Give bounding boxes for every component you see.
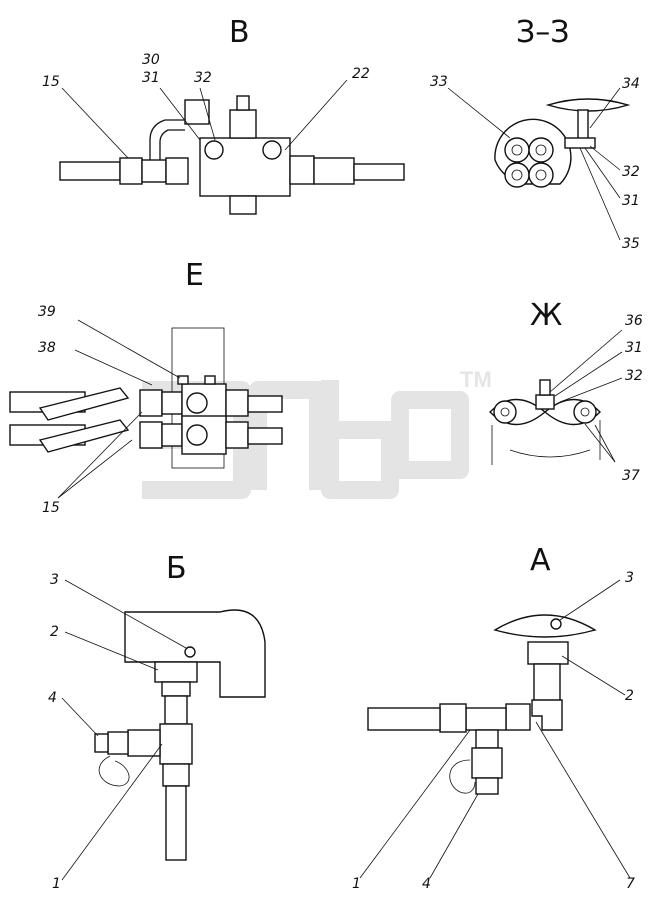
view-label-e: Е [185, 258, 204, 293]
callout-zh-37: 37 [622, 468, 640, 484]
view-label-b: Б [166, 551, 187, 586]
callout-a-1: 1 [352, 876, 361, 892]
view-label-v: В [229, 15, 250, 50]
hose-b [165, 785, 187, 861]
callout-b-3: 3 [50, 572, 59, 588]
view-label-zh: Ж [530, 298, 562, 333]
callout-a-3: 3 [625, 570, 634, 586]
callout-zh-31: 31 [625, 340, 643, 356]
elbow-a [531, 699, 563, 731]
callout-e-38: 38 [38, 340, 56, 356]
adapter-a [527, 641, 569, 665]
hose-a [367, 707, 441, 731]
callout-z-32: 32 [622, 164, 640, 180]
tee-v [141, 159, 167, 183]
callout-a-2: 2 [625, 688, 634, 704]
nut-left [119, 157, 143, 185]
callout-a-7: 7 [626, 876, 635, 892]
callout-v-30: 30 [142, 52, 160, 68]
clamp-bolt-zh [535, 394, 555, 410]
callout-e-39: 39 [38, 304, 56, 320]
elbow-nut [184, 99, 210, 125]
callout-zh-32: 32 [625, 368, 643, 384]
view-a: А 3 2 1 4 7 [352, 543, 635, 892]
callout-z-34: 34 [622, 76, 640, 92]
view-label-a: А [530, 543, 551, 578]
callout-z-35: 35 [622, 236, 640, 252]
view-zh: Ж 36 31 32 37 [489, 298, 643, 484]
tee-b [159, 723, 193, 765]
callout-a-4: 4 [422, 876, 431, 892]
port-right [262, 140, 282, 160]
tank-a [493, 614, 597, 638]
view-label-z: З–З [516, 15, 569, 50]
hose-right [353, 163, 405, 181]
hose-left [59, 161, 121, 181]
hose-e-lower [38, 419, 130, 453]
elbow-pipe [149, 119, 185, 160]
callout-v-22: 22 [352, 66, 370, 82]
nut-mid [165, 157, 189, 185]
callout-z-33: 33 [430, 74, 448, 90]
callout-b-2: 2 [50, 624, 59, 640]
view-v: В 15 30 31 32 22 [42, 15, 405, 215]
callout-z-31: 31 [622, 193, 640, 209]
top-fitting [229, 109, 257, 139]
view-b: Б 3 2 4 1 [48, 551, 266, 892]
watermark-tm: TM [460, 367, 492, 392]
callout-v-15: 15 [42, 74, 60, 90]
bottom-fitting [229, 195, 257, 215]
tee-a [465, 707, 507, 731]
callout-v-31: 31 [142, 70, 160, 86]
cap-b [107, 731, 129, 755]
callout-b-4: 4 [48, 690, 57, 706]
hose-e-upper [38, 387, 130, 421]
view-e: Е 39 38 15 [9, 258, 283, 516]
callout-v-32: 32 [194, 70, 212, 86]
callout-e-15: 15 [42, 500, 60, 516]
view-z: З–З 33 34 32 31 35 [430, 15, 640, 252]
cap-a [475, 777, 499, 795]
bracket-cap [545, 98, 631, 112]
nut-right [289, 155, 315, 185]
adapter-b [154, 661, 198, 683]
callout-zh-36: 36 [625, 313, 643, 329]
double-clamp [489, 398, 601, 426]
port-left [204, 140, 224, 160]
callout-b-1: 1 [52, 876, 61, 892]
